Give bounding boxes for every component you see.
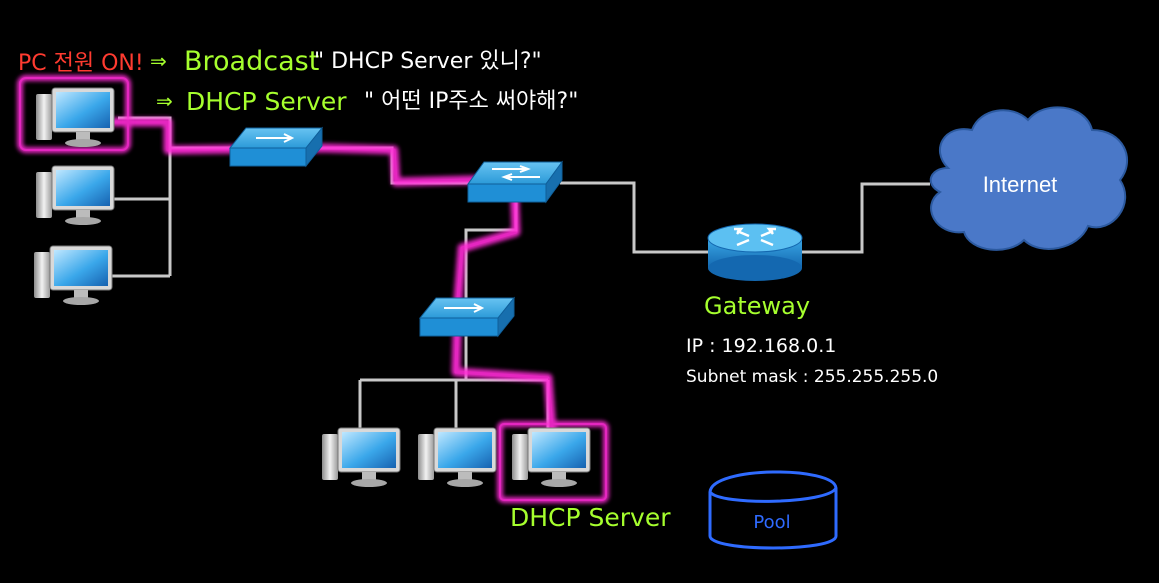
pc-bottom-2 xyxy=(418,427,497,487)
address-pool: Pool xyxy=(708,470,838,550)
switch-arrows-icon xyxy=(492,165,540,181)
internet-cloud: Internet xyxy=(929,106,1129,251)
pc-middle-left xyxy=(36,165,115,225)
dhcp-server-pc xyxy=(512,427,591,487)
arrow-right-icon xyxy=(256,133,295,143)
ip-question-quote-text: " 어떤 IP주소 써야해?" xyxy=(364,89,578,114)
cable-switch2-to-switch3 xyxy=(464,200,518,302)
pc-bottom-left xyxy=(34,245,113,305)
arrow-right-icon xyxy=(444,303,485,313)
switch-3 xyxy=(418,296,516,338)
gateway-router xyxy=(707,223,803,281)
cable-switch2-to-router xyxy=(560,181,708,254)
arrow-2-text: ⇒ xyxy=(156,89,173,113)
cable-router-to-internet xyxy=(802,182,930,254)
internet-label: Internet xyxy=(983,172,1058,197)
dhcp-server-label: DHCP Server xyxy=(510,503,671,532)
switch-2 xyxy=(467,160,563,204)
gateway-label: Gateway xyxy=(704,292,810,320)
pool-label: Pool xyxy=(753,512,790,533)
router-arrows-icon xyxy=(734,227,776,247)
tower xyxy=(36,94,52,140)
cable-pc-bus xyxy=(112,116,172,278)
pc-power-on-text: PC 전원 ON! xyxy=(18,51,144,76)
pc-bottom-1 xyxy=(322,427,401,487)
cable-switch3-to-bottom-bus xyxy=(358,336,550,434)
annotations: PC 전원 ON! ⇒ Broadcast " DHCP Server 있니?"… xyxy=(18,46,938,532)
pc-top-left xyxy=(36,87,115,147)
dhcp-server-line-text: DHCP Server xyxy=(186,87,347,116)
arrow-1-text: ⇒ xyxy=(150,49,167,73)
gateway-ip: IP : 192.168.0.1 xyxy=(686,335,836,357)
broadcast-quote-text: " DHCP Server 있니?" xyxy=(314,49,542,74)
gateway-subnet: Subnet mask : 255.255.255.0 xyxy=(686,367,938,387)
broadcast-text: Broadcast xyxy=(184,46,319,77)
switch-1 xyxy=(228,126,324,168)
